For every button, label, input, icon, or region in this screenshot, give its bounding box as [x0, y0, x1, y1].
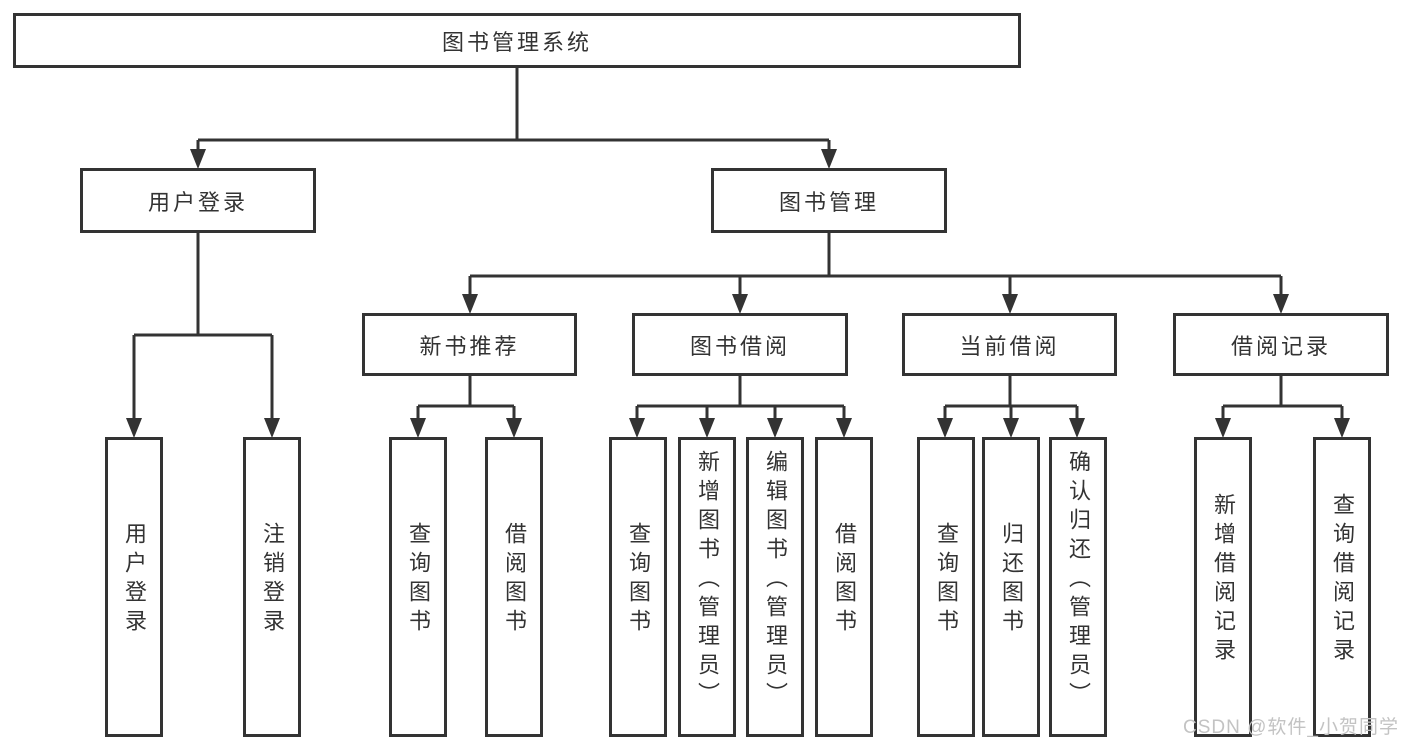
node-new-book-recommendation: 新书推荐 [362, 313, 577, 376]
leaf-logout: 注销登录 [243, 437, 301, 737]
leaf-query-borrow-record: 查询借阅记录 [1313, 437, 1371, 737]
leaf-borrow-books-recommend: 借阅图书 [485, 437, 543, 737]
arrowhead-icons [126, 149, 1350, 438]
node-library-management-system: 图书管理系统 [13, 13, 1021, 68]
leaf-borrow-books: 借阅图书 [815, 437, 873, 737]
leaf-query-books-current: 查询图书 [917, 437, 975, 737]
node-current-borrowing: 当前借阅 [902, 313, 1117, 376]
csdn-watermark: CSDN @软件_小贺同学 [1183, 717, 1399, 738]
leaf-confirm-return-admin: 确认归还（管理员） [1049, 437, 1107, 737]
node-book-management-module: 图书管理 [711, 168, 947, 233]
leaf-return-books: 归还图书 [982, 437, 1040, 737]
leaf-query-books-borrowing: 查询图书 [609, 437, 667, 737]
node-user-login-module: 用户登录 [80, 168, 316, 233]
node-borrowing-records: 借阅记录 [1173, 313, 1389, 376]
leaf-add-books-admin: 新增图书（管理员） [678, 437, 736, 737]
leaf-user-login: 用户登录 [105, 437, 163, 737]
leaf-query-books-recommend: 查询图书 [389, 437, 447, 737]
node-book-borrowing: 图书借阅 [632, 313, 848, 376]
leaf-edit-books-admin: 编辑图书（管理员） [746, 437, 804, 737]
leaf-add-borrow-record: 新增借阅记录 [1194, 437, 1252, 737]
